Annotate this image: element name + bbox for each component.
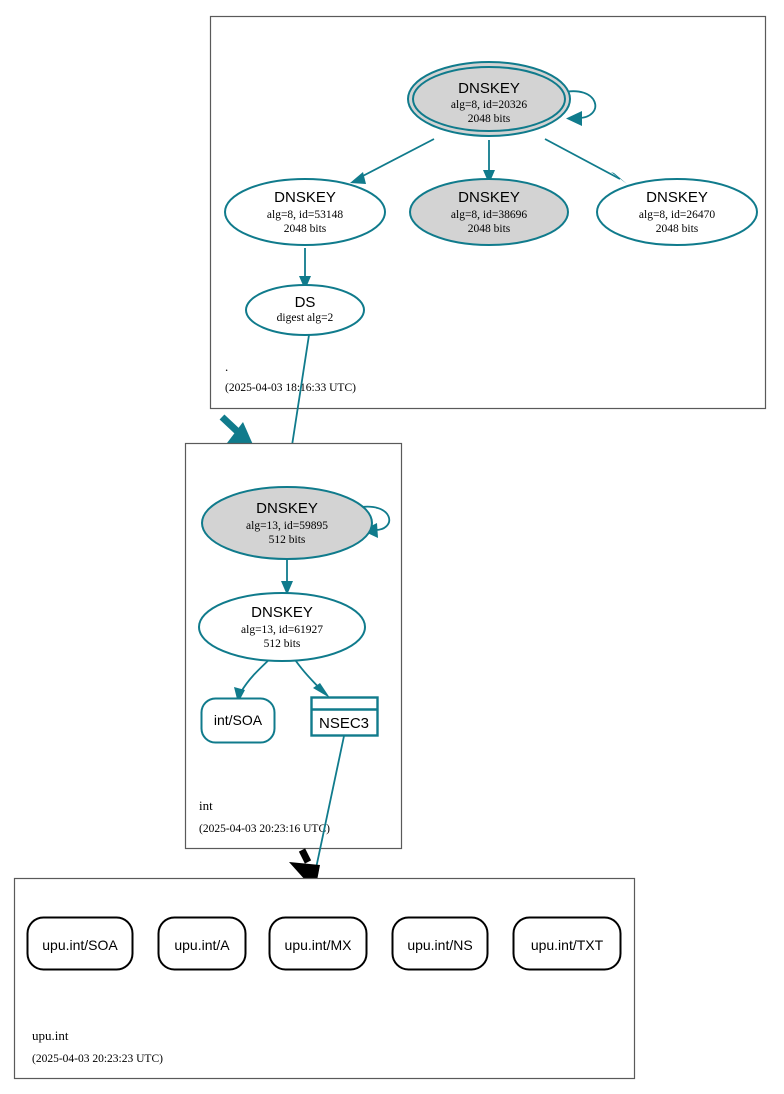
node-rrset-upu-soa[interactable]: upu.int/SOA bbox=[26, 916, 134, 971]
zone-label-upu-int: upu.int bbox=[32, 1028, 69, 1043]
node-dnskey-root-53148[interactable]: DNSKEY alg=8, id=53148 2048 bits bbox=[224, 178, 386, 246]
zone-timestamp-int: (2025-04-03 20:23:16 UTC) bbox=[199, 823, 330, 835]
node-rrset-upu-mx[interactable]: upu.int/MX bbox=[268, 916, 368, 971]
node-label-alg-id: alg=8, id=20326 bbox=[451, 99, 527, 111]
node-label-title: DNSKEY bbox=[646, 189, 708, 206]
delegation-arrow-root-to-int bbox=[219, 414, 254, 447]
zone-timestamp-root: (2025-04-03 18:16:33 UTC) bbox=[225, 382, 356, 394]
node-label-title: DNSKEY bbox=[251, 604, 313, 621]
edge-int-ksk-to-zsk-61927 bbox=[281, 559, 293, 595]
node-label-alg-id: alg=8, id=38696 bbox=[451, 209, 527, 221]
node-label-title: DNSKEY bbox=[256, 500, 318, 517]
node-label-keysize: 2048 bits bbox=[468, 113, 511, 125]
edge-root-ksk-self-loop bbox=[559, 90, 597, 126]
node-label-alg-id: alg=13, id=61927 bbox=[241, 624, 323, 636]
node-label-keysize: 2048 bits bbox=[656, 223, 699, 235]
node-label-title: DNSKEY bbox=[274, 189, 336, 206]
edge-root-ksk-to-key-26470 bbox=[544, 138, 627, 184]
node-label-keysize: 512 bits bbox=[269, 534, 306, 546]
zone-cluster-root: DNSKEY alg=8, id=20326 2048 bits DNSKEY … bbox=[209, 15, 767, 410]
node-label-title: DS bbox=[295, 294, 316, 311]
node-label-rrset: upu.int/MX bbox=[285, 937, 353, 953]
node-label-alg-id: alg=8, id=53148 bbox=[267, 209, 343, 221]
node-rrset-upu-txt[interactable]: upu.int/TXT bbox=[512, 916, 622, 971]
node-label-digest: digest alg=2 bbox=[277, 312, 334, 324]
node-label-rrset: int/SOA bbox=[214, 712, 263, 728]
node-rrset-upu-a[interactable]: upu.int/A bbox=[157, 916, 247, 971]
node-label-keysize: 512 bits bbox=[264, 638, 301, 650]
node-dnskey-root-26470[interactable]: DNSKEY alg=8, id=26470 2048 bits bbox=[596, 178, 758, 246]
edge-root-ksk-to-key-38696 bbox=[483, 140, 495, 184]
zone-timestamp-upu-int: (2025-04-03 20:23:23 UTC) bbox=[32, 1053, 163, 1065]
zone-cluster-int: DNSKEY alg=13, id=59895 512 bits DNSKEY … bbox=[184, 442, 403, 850]
node-label-keysize: 2048 bits bbox=[468, 223, 511, 235]
node-nsec3-int[interactable]: NSEC3 bbox=[310, 696, 379, 737]
node-dnskey-root-38696[interactable]: DNSKEY alg=8, id=38696 2048 bits bbox=[409, 178, 569, 246]
node-label-rrset: upu.int/A bbox=[174, 937, 230, 953]
node-label-title: DNSKEY bbox=[458, 80, 520, 97]
node-dnskey-root-ksk-20326[interactable]: DNSKEY alg=8, id=20326 2048 bits bbox=[407, 61, 571, 137]
node-rrset-upu-ns[interactable]: upu.int/NS bbox=[391, 916, 489, 971]
zone-label-int: int bbox=[199, 798, 213, 813]
node-label-alg-id: alg=13, id=59895 bbox=[246, 520, 328, 532]
node-rrset-int-soa[interactable]: int/SOA bbox=[200, 697, 276, 744]
node-label-rrset: upu.int/NS bbox=[407, 937, 472, 953]
node-dnskey-int-59895[interactable]: DNSKEY alg=13, id=59895 512 bits bbox=[201, 486, 373, 560]
node-label-title: DNSKEY bbox=[458, 189, 520, 206]
edge-zsk-53148-to-ds bbox=[299, 248, 311, 290]
node-label-nsec3: NSEC3 bbox=[319, 715, 369, 732]
node-label-alg-id: alg=8, id=26470 bbox=[639, 209, 715, 221]
node-label-rrset: upu.int/TXT bbox=[531, 937, 604, 953]
node-ds-root[interactable]: DS digest alg=2 bbox=[245, 284, 365, 336]
zone-cluster-upu-int-box bbox=[13, 877, 636, 1080]
zone-cluster-upu-int: upu.int/SOA upu.int/A upu.int/MX upu.int… bbox=[13, 877, 636, 1080]
zone-label-root: . bbox=[225, 359, 228, 374]
node-label-rrset: upu.int/SOA bbox=[42, 937, 118, 953]
edge-root-ksk-to-zsk-53148 bbox=[350, 138, 435, 184]
node-dnskey-int-61927[interactable]: DNSKEY alg=13, id=61927 512 bits bbox=[198, 592, 366, 662]
node-label-keysize: 2048 bits bbox=[284, 223, 327, 235]
